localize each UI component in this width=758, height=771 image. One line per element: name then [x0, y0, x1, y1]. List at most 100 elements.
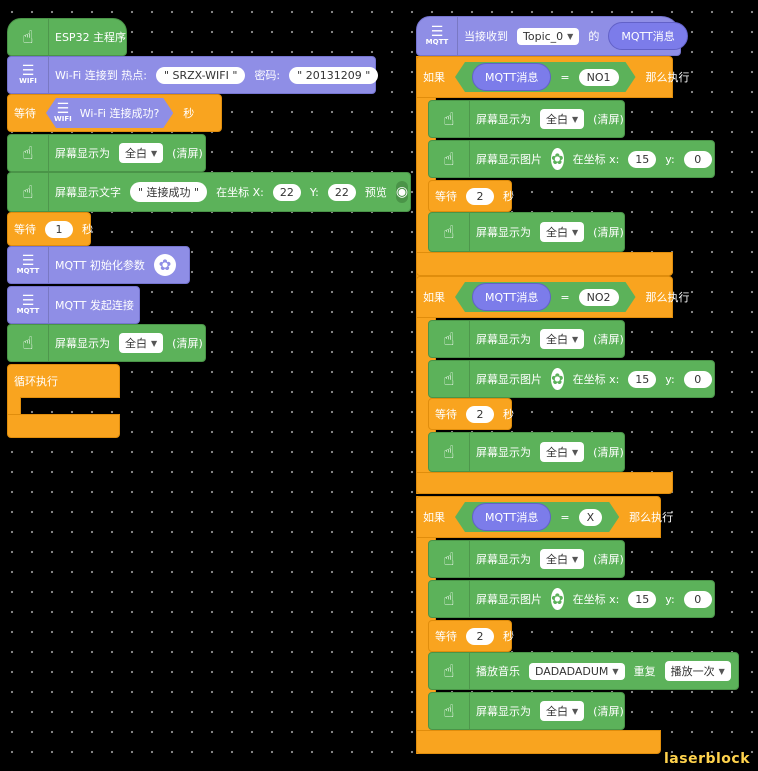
gear-icon[interactable]: ✿	[551, 368, 564, 390]
mqtt-connect-block[interactable]: ☰MQTT MQTT 发起连接	[7, 286, 140, 324]
equals-condition-1[interactable]: MQTT消息 = NO1	[455, 62, 636, 92]
password-label: 密码:	[254, 69, 281, 82]
gear-icon[interactable]: ✿	[551, 148, 564, 170]
text-input[interactable]: " 连接成功 "	[130, 182, 208, 202]
seconds-label: 秒	[503, 630, 514, 643]
x-input[interactable]: 15	[628, 150, 657, 168]
screen-fill-dropdown[interactable]: 全白▼	[540, 109, 585, 129]
seconds-label: 秒	[82, 223, 93, 236]
wait-seconds-input[interactable]: 2	[466, 187, 494, 205]
screen-display-label: 屏幕显示为	[55, 337, 110, 350]
screen-display-label: 屏幕显示为	[476, 113, 531, 126]
pointing-hand-icon: ☝	[8, 135, 49, 171]
show-image-block[interactable]: ☝ 屏幕显示图片 ✿ 在坐标 x: 15 y: 0	[428, 580, 715, 618]
mqtt-message-reporter[interactable]: MQTT消息	[608, 22, 688, 50]
equals-condition-2[interactable]: MQTT消息 = NO2	[455, 282, 636, 312]
compare-value-input[interactable]: NO1	[579, 69, 619, 86]
coord-x-label: 在坐标 x:	[572, 593, 620, 606]
ssid-input[interactable]: " SRZX-WIFI "	[155, 66, 246, 84]
screen-display-label: 屏幕显示为	[476, 705, 531, 718]
x-input[interactable]: 15	[628, 370, 657, 388]
wait-until-block[interactable]: 等待 ☰WIFI Wi-Fi 连接成功? 秒	[7, 94, 222, 132]
pointing-hand-icon: ☝	[8, 173, 49, 211]
wait-seconds-block[interactable]: 等待 2 秒	[428, 398, 514, 430]
clear-screen-label: (清屏)	[172, 337, 203, 350]
coord-y-label: y:	[665, 372, 675, 386]
wait-seconds-input[interactable]: 2	[466, 627, 494, 645]
y-input[interactable]: 22	[327, 183, 356, 201]
play-music-block[interactable]: ☝ 播放音乐 DADADADUM▼ 重复 播放一次▼	[428, 652, 739, 690]
if-block-2[interactable]: 如果 MQTT消息 = NO2 那么执行	[416, 276, 690, 318]
wifi-connected-condition[interactable]: ☰WIFI Wi-Fi 连接成功?	[46, 98, 173, 128]
brand-logo: laserblock	[664, 751, 751, 767]
compare-value-input[interactable]: X	[579, 509, 603, 526]
y-input[interactable]: 0	[683, 370, 712, 388]
screen-fill-dropdown[interactable]: 全白▼	[540, 549, 585, 569]
y-input[interactable]: 0	[683, 150, 712, 168]
mqtt-init-label: MQTT 初始化参数	[55, 259, 145, 272]
wait-label: 等待	[435, 190, 457, 203]
if-footer-2	[416, 472, 673, 494]
song-dropdown[interactable]: DADADADUM▼	[529, 662, 625, 680]
x-input[interactable]: 22	[272, 183, 301, 201]
show-text-block[interactable]: ☝ 屏幕显示文字 " 连接成功 " 在坐标 X: 22 Y: 22 预览 ◉	[7, 172, 411, 212]
pointing-hand-icon: ☝	[429, 141, 470, 177]
screen-display-block[interactable]: ☝ 屏幕显示为 全白▼ (清屏)	[7, 134, 206, 172]
screen-fill-dropdown[interactable]: 全白▼	[540, 701, 585, 721]
wait-label: 等待	[435, 630, 457, 643]
mqtt-init-block[interactable]: ☰MQTT MQTT 初始化参数 ✿	[7, 246, 190, 284]
gear-icon[interactable]: ✿	[153, 254, 176, 276]
eye-icon[interactable]: ◉	[395, 181, 409, 203]
screen-display-label: 屏幕显示为	[55, 147, 110, 160]
pointing-hand-icon: ☝	[429, 541, 470, 577]
screen-fill-dropdown[interactable]: 全白▼	[540, 442, 585, 462]
wait-seconds-input[interactable]: 2	[466, 405, 494, 423]
screen-display-block[interactable]: ☝ 屏幕显示为 全白▼ (清屏)	[428, 320, 625, 358]
pointing-hand-icon: ☝	[429, 361, 470, 397]
screen-display-block[interactable]: ☝ 屏幕显示为 全白▼ (清屏)	[428, 432, 625, 472]
wait-seconds-input[interactable]: 1	[45, 220, 73, 238]
equals-sign: =	[560, 70, 570, 84]
esp32-main-hat-block[interactable]: ☝ ESP32 主程序	[7, 18, 127, 56]
caret-down-icon: ▼	[572, 706, 579, 716]
coord-y-label: y:	[665, 592, 675, 606]
mqtt-receive-hat-block[interactable]: ☰MQTT 当接收到 Topic_0▼ 的 MQTT消息	[416, 16, 688, 56]
password-input[interactable]: " 20131209 "	[289, 66, 379, 84]
show-image-block[interactable]: ☝ 屏幕显示图片 ✿ 在坐标 x: 15 y: 0	[428, 360, 715, 398]
if-block-1[interactable]: 如果 MQTT消息 = NO1 那么执行	[416, 56, 690, 98]
mqtt-message-reporter[interactable]: MQTT消息	[472, 503, 551, 531]
compare-value-input[interactable]: NO2	[579, 289, 619, 306]
clear-screen-label: (清屏)	[593, 113, 624, 126]
loop-arm	[7, 397, 21, 417]
equals-condition-3[interactable]: MQTT消息 = X	[455, 502, 619, 532]
pointing-hand-icon: ☝	[429, 213, 470, 251]
screen-display-block[interactable]: ☝ 屏幕显示为 全白▼ (清屏)	[428, 540, 625, 578]
wifi-connect-block[interactable]: ☰WIFI Wi-Fi 连接到 热点: " SRZX-WIFI " 密码: " …	[7, 56, 379, 94]
x-input[interactable]: 15	[628, 590, 657, 608]
screen-fill-dropdown[interactable]: 全白▼	[540, 222, 585, 242]
topic-dropdown[interactable]: Topic_0▼	[517, 27, 580, 45]
mqtt-icon: ☰MQTT	[8, 287, 49, 323]
mqtt-message-reporter[interactable]: MQTT消息	[472, 63, 551, 91]
repeat-label: 重复	[633, 665, 656, 678]
repeat-mode-dropdown[interactable]: 播放一次▼	[664, 661, 731, 681]
clear-screen-label: (清屏)	[593, 446, 624, 459]
y-input[interactable]: 0	[683, 590, 712, 608]
screen-fill-dropdown[interactable]: 全白▼	[119, 333, 164, 353]
screen-display-block[interactable]: ☝ 屏幕显示为 全白▼ (清屏)	[428, 212, 625, 252]
screen-fill-dropdown[interactable]: 全白▼	[119, 143, 164, 163]
screen-fill-dropdown[interactable]: 全白▼	[540, 329, 585, 349]
of-label: 的	[588, 30, 600, 43]
loop-footer	[7, 414, 120, 438]
mqtt-message-reporter[interactable]: MQTT消息	[472, 283, 551, 311]
wait-seconds-block[interactable]: 等待 2 秒	[428, 620, 514, 652]
screen-display-block[interactable]: ☝ 屏幕显示为 全白▼ (清屏)	[428, 100, 625, 138]
screen-display-block-2[interactable]: ☝ 屏幕显示为 全白▼ (清屏)	[7, 324, 206, 362]
wait-seconds-block[interactable]: 等待 2 秒	[428, 180, 514, 212]
wait-seconds-block[interactable]: 等待 1 秒	[7, 212, 93, 246]
forever-loop-block[interactable]: 循环执行	[7, 364, 120, 398]
if-block-3[interactable]: 如果 MQTT消息 = X 那么执行	[416, 496, 673, 538]
screen-display-block[interactable]: ☝ 屏幕显示为 全白▼ (清屏)	[428, 692, 625, 730]
show-image-block[interactable]: ☝ 屏幕显示图片 ✿ 在坐标 x: 15 y: 0	[428, 140, 715, 178]
gear-icon[interactable]: ✿	[551, 588, 564, 610]
